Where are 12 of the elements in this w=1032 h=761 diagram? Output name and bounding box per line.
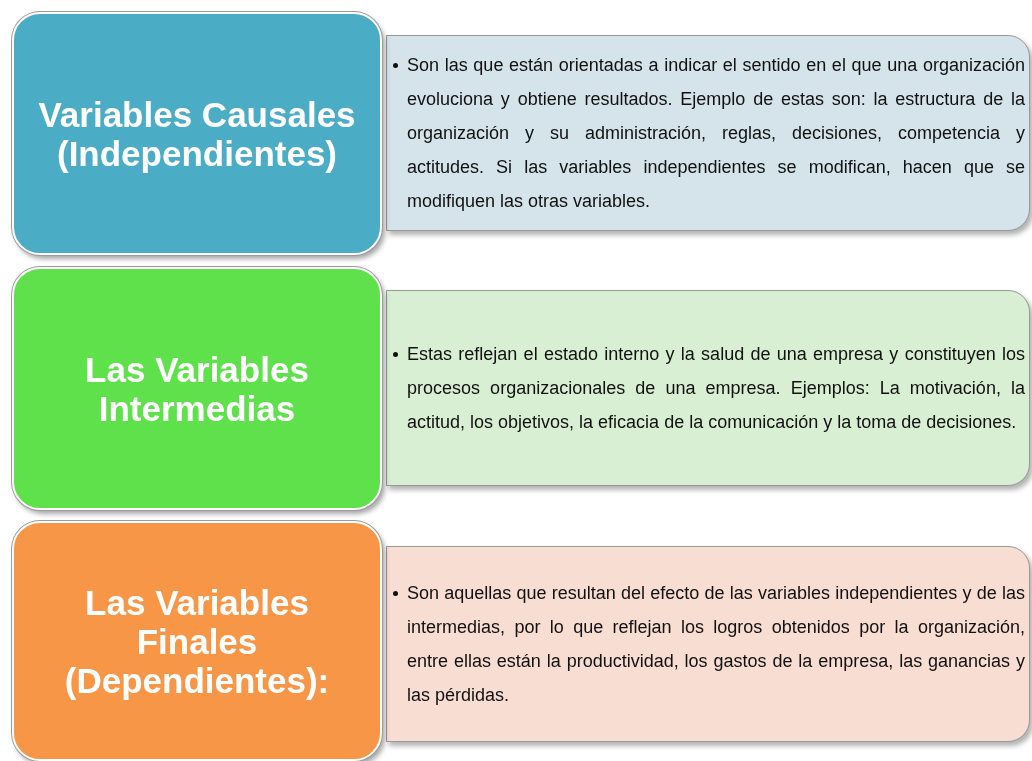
category-box xyxy=(12,267,382,510)
description-panel xyxy=(386,290,1030,486)
description-text: Son aquellas que resultan del efecto de las variables independientes y de las intermedias, por lo que reflejan los logros obtenidos por la organización, entre ellas están la productividad, los gastos de la empresa, las ganancias y las pérdidas. xyxy=(407,583,1025,705)
category-title: Las Variables Intermedias xyxy=(84,349,310,428)
category-box xyxy=(12,12,382,255)
description-text: Son las que están orientadas a indicar el sentido en el que una organización evoluciona y obtiene resultados. Ejemplo de estas son: la estructura de la organización y su administración, reglas, decisiones, competencia y actitudes. Si las variables independientes se modifican, hacen que se modifiquen las otras variables. xyxy=(407,55,1025,211)
description-text: Estas reflejan el estado interno y la salud de una empresa y constituyen los procesos organizacionales de una empresa. Ejemplos: La motivación, la actitud, los objetivos, la eficacia de la comunicación y la toma de decisiones. xyxy=(407,344,1025,432)
category-box xyxy=(12,521,382,761)
category-title: Las Variables Finales (Dependientes): xyxy=(63,582,331,700)
category-title: Variables Causales (Independientes) xyxy=(37,94,357,173)
description-panel xyxy=(386,35,1030,231)
description-panel xyxy=(386,546,1030,742)
